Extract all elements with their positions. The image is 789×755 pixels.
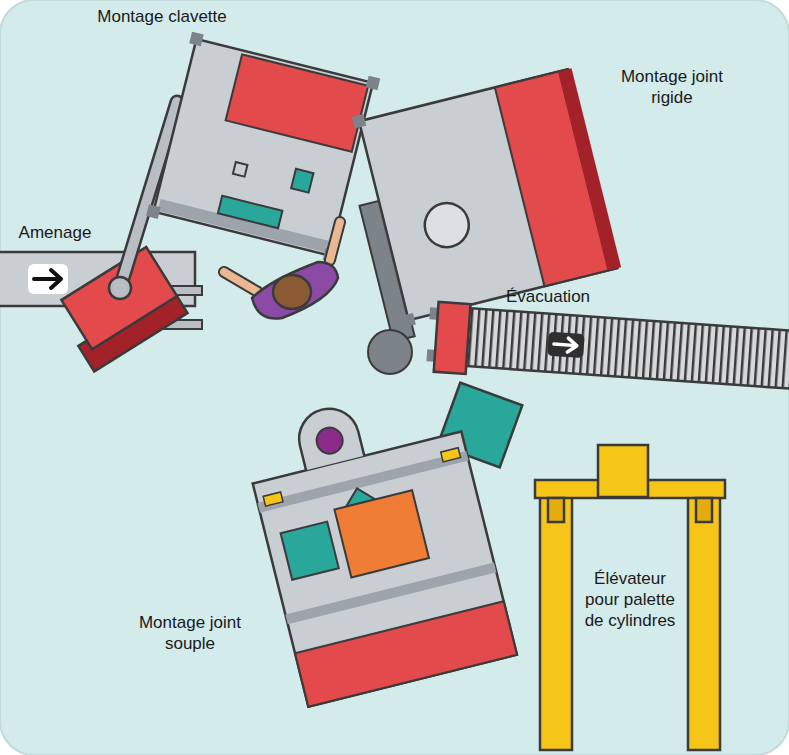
part-label: Évacuation — [483, 286, 613, 307]
part-label: Amenage — [5, 222, 105, 243]
part-label: Montage joint souple — [130, 612, 250, 654]
part-label: Montage joint rigide — [607, 66, 737, 108]
part-label: Élévateur pour palette de cylindres — [578, 568, 682, 631]
operator-figure — [224, 222, 340, 319]
part-label: Montage clavette — [87, 6, 237, 27]
